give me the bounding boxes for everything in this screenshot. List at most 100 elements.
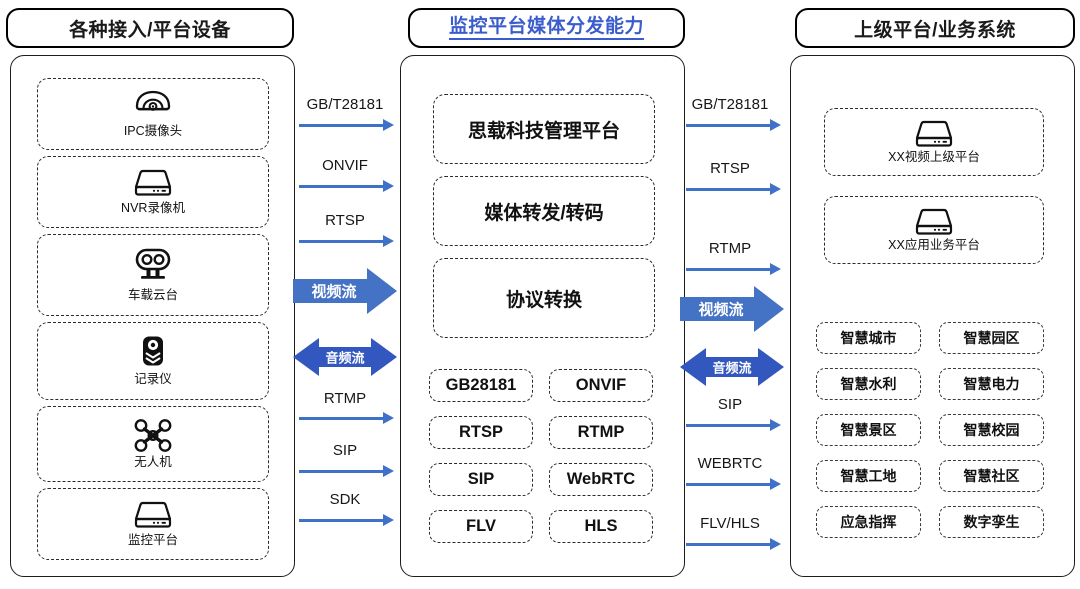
device-card-drone[interactable]: 无人机 bbox=[37, 406, 269, 482]
connector-arrow-right-webrtc bbox=[686, 483, 770, 487]
scenario-label: 智慧水利 bbox=[840, 376, 897, 392]
arrow-head-icon bbox=[770, 263, 781, 275]
platform-card-video-superior[interactable]: XX视频上级平台 bbox=[824, 108, 1044, 176]
center-block-label: 协议转换 bbox=[505, 289, 582, 311]
center-block-label: 思载科技管理平台 bbox=[467, 120, 620, 142]
connector-label-left-rtmp: RTMP bbox=[323, 390, 367, 407]
server-platform-icon bbox=[913, 119, 955, 149]
right-column-title-text: 上级平台/业务系统 bbox=[854, 19, 1016, 41]
connector-arrow-left-onvif bbox=[299, 185, 383, 189]
center-block-protocol-convert[interactable]: 协议转换 bbox=[433, 258, 655, 338]
right-panel: XX视频上级平台 XX应用业务平台 智慧城市 智慧园区 智慧水利 智慧电力 bbox=[790, 55, 1075, 577]
connector-label-right-rtsp: RTSP bbox=[710, 160, 750, 177]
center-panel: 思载科技管理平台 媒体转发/转码 协议转换 GB28181 ONVIF RTSP… bbox=[400, 55, 685, 577]
scenario-label: 智慧景区 bbox=[840, 422, 897, 438]
protocol-chip-label: RTSP bbox=[458, 423, 503, 441]
scenario-label: 智慧园区 bbox=[963, 330, 1020, 346]
server-platform-icon bbox=[913, 207, 955, 237]
protocol-chip-rtmp[interactable]: RTMP bbox=[549, 416, 653, 449]
dome-camera-icon bbox=[134, 90, 172, 120]
protocol-chip-sip[interactable]: SIP bbox=[429, 463, 533, 496]
protocol-chip-flv[interactable]: FLV bbox=[429, 510, 533, 543]
connector-arrow-left-gbt28181 bbox=[299, 124, 383, 128]
platform-label: XX应用业务平台 bbox=[888, 238, 980, 253]
protocol-chip-label: RTMP bbox=[577, 423, 625, 441]
scenario-label: 智慧电力 bbox=[963, 376, 1020, 392]
arrow-head-icon bbox=[770, 538, 781, 550]
connector-arrow-left-rtsp bbox=[299, 240, 383, 244]
device-label: 记录仪 bbox=[134, 372, 172, 387]
protocol-chip-webrtc[interactable]: WebRTC bbox=[549, 463, 653, 496]
arrow-head-icon bbox=[383, 465, 394, 477]
scenario-chip-digital-twin[interactable]: 数字孪生 bbox=[939, 506, 1044, 538]
drone-icon bbox=[133, 418, 173, 453]
scenario-chip-smart-power[interactable]: 智慧电力 bbox=[939, 368, 1044, 400]
nvr-recorder-icon bbox=[132, 168, 174, 198]
connector-label-right-flvhls: FLV/HLS bbox=[700, 515, 760, 532]
connector-arrow-left-sip bbox=[299, 470, 383, 474]
platform-card-app-business[interactable]: XX应用业务平台 bbox=[824, 196, 1044, 264]
scenario-label: 智慧社区 bbox=[963, 468, 1020, 484]
device-label: IPC摄像头 bbox=[123, 123, 183, 138]
device-label: 无人机 bbox=[134, 454, 172, 469]
connector-label-left-gbt28181: GB/T28181 bbox=[306, 96, 384, 113]
device-card-body-cam[interactable]: 记录仪 bbox=[37, 322, 269, 400]
device-card-monitor-platform[interactable]: 监控平台 bbox=[37, 488, 269, 560]
connector-arrow-right-rtmp bbox=[686, 268, 770, 272]
arrow-head-icon bbox=[383, 119, 394, 131]
protocol-chip-gb28181[interactable]: GB28181 bbox=[429, 369, 533, 402]
arrow-head-icon bbox=[770, 478, 781, 490]
scenario-label: 智慧工地 bbox=[840, 468, 897, 484]
connector-arrow-left-sdk bbox=[299, 519, 383, 523]
connector-label-left-onvif: ONVIF bbox=[322, 157, 368, 174]
protocol-chip-onvif[interactable]: ONVIF bbox=[549, 369, 653, 402]
connector-label-right-rtmp: RTMP bbox=[708, 240, 752, 257]
connector-label-left-rtsp: RTSP bbox=[325, 212, 365, 229]
center-column-title-text: 监控平台媒体分发能力 bbox=[448, 16, 644, 40]
connector-arrow-right-flvhls bbox=[686, 543, 770, 547]
center-column-title: 监控平台媒体分发能力 bbox=[408, 8, 685, 48]
scenario-label: 智慧城市 bbox=[840, 330, 897, 346]
connector-label-left-sip: SIP bbox=[332, 442, 358, 459]
scenario-chip-smart-water[interactable]: 智慧水利 bbox=[816, 368, 921, 400]
center-block-media-transcode[interactable]: 媒体转发/转码 bbox=[433, 176, 655, 246]
vehicle-ptz-icon bbox=[133, 248, 173, 284]
device-label: NVR录像机 bbox=[121, 201, 185, 216]
protocol-chip-hls[interactable]: HLS bbox=[549, 510, 653, 543]
scenario-chip-smart-scenic[interactable]: 智慧景区 bbox=[816, 414, 921, 446]
platform-label: XX视频上级平台 bbox=[888, 150, 980, 165]
arrow-head-icon bbox=[770, 183, 781, 195]
device-card-vehicle-ptz[interactable]: 车载云台 bbox=[37, 234, 269, 316]
scenario-chip-smart-community[interactable]: 智慧社区 bbox=[939, 460, 1044, 492]
left-column-title-text: 各种接入/平台设备 bbox=[69, 19, 231, 41]
arrow-head-icon bbox=[383, 412, 394, 424]
scenario-chip-smart-park[interactable]: 智慧园区 bbox=[939, 322, 1044, 354]
arrow-head-icon bbox=[383, 235, 394, 247]
protocol-chip-label: GB28181 bbox=[445, 376, 517, 394]
connector-label-left-sdk: SDK bbox=[329, 491, 361, 508]
device-label: 车载云台 bbox=[127, 287, 178, 302]
center-block-management-platform[interactable]: 思载科技管理平台 bbox=[433, 94, 655, 164]
connector-video-stream-right: 视频流 bbox=[680, 286, 784, 332]
device-card-nvr[interactable]: NVR录像机 bbox=[37, 156, 269, 228]
connector-arrow-right-sip bbox=[686, 424, 770, 428]
connector-arrow-right-gbt28181 bbox=[686, 124, 770, 128]
scenario-label: 数字孪生 bbox=[963, 514, 1020, 530]
protocol-chip-label: SIP bbox=[467, 470, 495, 488]
arrow-head-icon bbox=[383, 514, 394, 526]
scenario-chip-smart-campus[interactable]: 智慧校园 bbox=[939, 414, 1044, 446]
protocol-chip-rtsp[interactable]: RTSP bbox=[429, 416, 533, 449]
protocol-chip-label: ONVIF bbox=[575, 376, 627, 394]
scenario-chip-smart-city[interactable]: 智慧城市 bbox=[816, 322, 921, 354]
connector-label-right-webrtc: WEBRTC bbox=[697, 455, 763, 472]
protocol-chip-label: WebRTC bbox=[566, 470, 636, 488]
scenario-chip-smart-construction[interactable]: 智慧工地 bbox=[816, 460, 921, 492]
connector-arrow-left-rtmp bbox=[299, 417, 383, 421]
device-card-ipc[interactable]: IPC摄像头 bbox=[37, 78, 269, 150]
center-block-label: 媒体转发/转码 bbox=[484, 202, 604, 224]
scenario-label: 应急指挥 bbox=[840, 514, 897, 530]
arrow-head-icon bbox=[770, 419, 781, 431]
scenario-chip-emergency-command[interactable]: 应急指挥 bbox=[816, 506, 921, 538]
arrow-head-icon bbox=[383, 180, 394, 192]
